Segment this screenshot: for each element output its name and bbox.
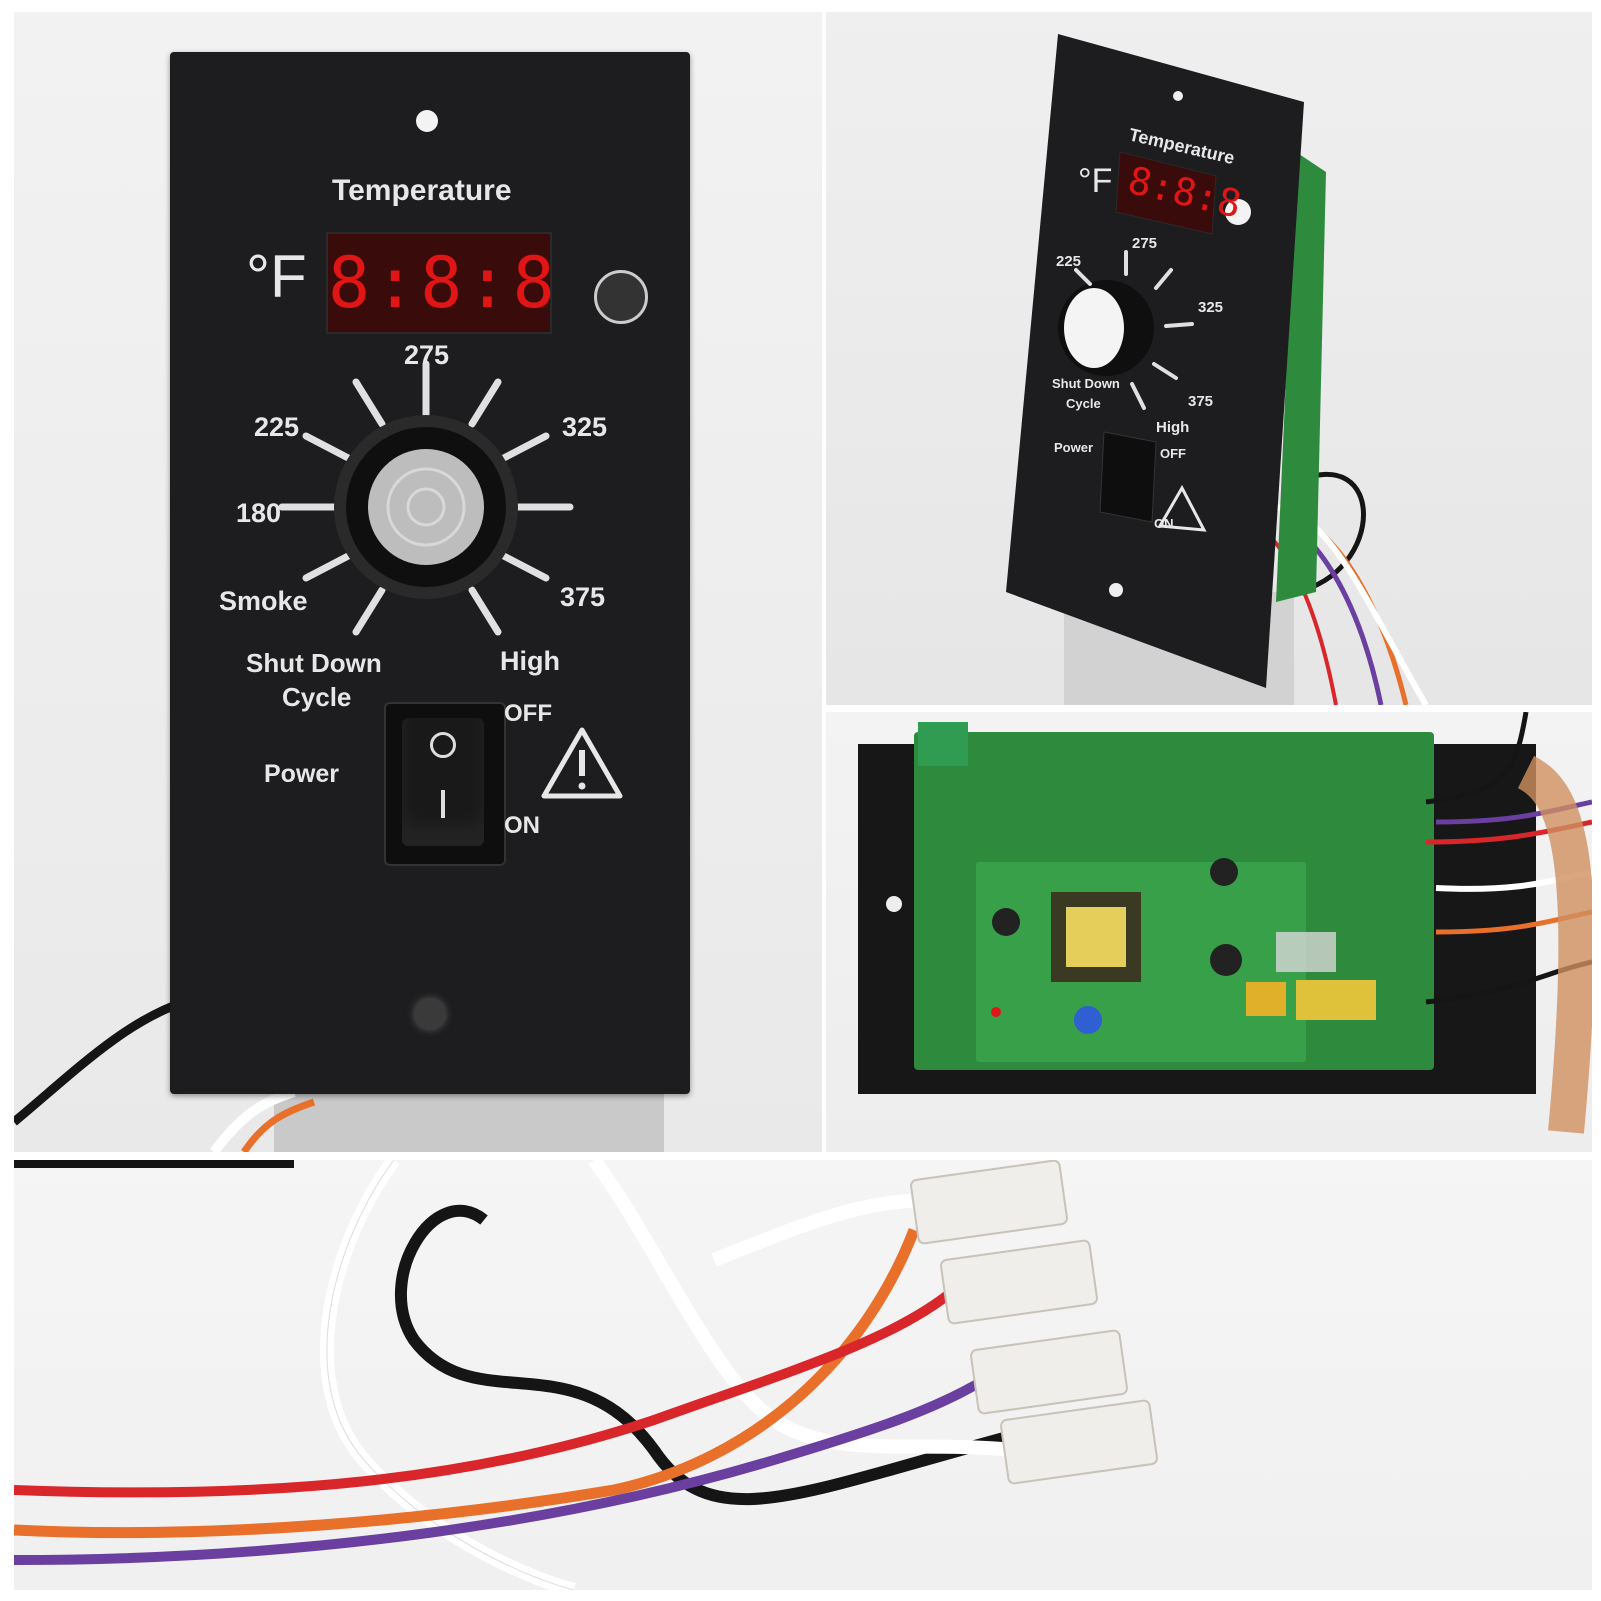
transformer-core bbox=[1066, 907, 1126, 967]
angled-325: 325 bbox=[1198, 299, 1223, 316]
cable bbox=[14, 1160, 294, 1168]
wire-white-edge bbox=[326, 1160, 575, 1590]
dial-tick bbox=[496, 550, 550, 582]
connectors bbox=[910, 1160, 1158, 1485]
angled-high: High bbox=[1156, 419, 1189, 436]
temperature-dial[interactable] bbox=[14, 12, 822, 1152]
angled-plate bbox=[1006, 34, 1304, 688]
wire bbox=[1425, 712, 1529, 805]
angled-cycle: Cycle bbox=[1066, 396, 1101, 411]
dial-label-225: 225 bbox=[254, 412, 300, 442]
dial-tick bbox=[468, 586, 502, 636]
temperature-title: Temperature bbox=[332, 174, 512, 207]
wire-orange bbox=[14, 1228, 920, 1539]
off-symbol bbox=[430, 732, 456, 758]
on-symbol bbox=[441, 790, 445, 818]
rocker[interactable] bbox=[402, 718, 484, 846]
terminal-block bbox=[918, 722, 968, 766]
dial-label-high: High bbox=[500, 646, 560, 676]
pcb-back-photo bbox=[826, 712, 1592, 1152]
led-display: 8:8:8 bbox=[326, 232, 555, 334]
pcb-illustration bbox=[858, 712, 1592, 1134]
hole bbox=[1173, 91, 1183, 101]
power-label: Power bbox=[264, 760, 340, 788]
connector bbox=[910, 1160, 1068, 1245]
capacitor-yellow bbox=[1246, 982, 1286, 1016]
angled-unit: °F bbox=[1078, 162, 1112, 200]
warning-icon bbox=[1157, 484, 1207, 532]
knob-cap-ring bbox=[406, 487, 446, 527]
dial-label-325: 325 bbox=[562, 412, 608, 442]
capacitor bbox=[1210, 858, 1238, 886]
relay bbox=[1296, 980, 1376, 1020]
dial-label-275: 275 bbox=[404, 340, 450, 370]
dial-tick bbox=[496, 432, 550, 464]
power-switch[interactable] bbox=[384, 702, 506, 866]
dial-tick bbox=[352, 586, 386, 636]
pcb-edge bbox=[1276, 152, 1326, 602]
wire bbox=[1294, 472, 1366, 595]
connector bbox=[970, 1329, 1128, 1415]
angled-275: 275 bbox=[1132, 235, 1157, 252]
indicator-led bbox=[414, 998, 446, 1030]
dial-label-180: 180 bbox=[236, 498, 282, 528]
probe-hole bbox=[594, 270, 648, 324]
cycle-label: Cycle bbox=[282, 682, 352, 712]
wire-red bbox=[14, 1286, 958, 1498]
harness-illustration bbox=[14, 1160, 1158, 1590]
controller-front-photo: Temperature °F 8:8:8 Smoke 180 225 275 3… bbox=[14, 12, 822, 1152]
wire-black bbox=[395, 1205, 1036, 1506]
switch-off-label: OFF bbox=[504, 700, 552, 727]
angled-on: ON bbox=[1154, 516, 1174, 531]
angled-power: Power bbox=[1054, 440, 1093, 455]
connector bbox=[940, 1239, 1098, 1325]
shutdown-label: Shut Down bbox=[246, 648, 382, 678]
capacitor bbox=[1210, 944, 1242, 976]
wire-purple bbox=[14, 1375, 987, 1565]
angled-switch bbox=[1099, 431, 1157, 523]
fuse bbox=[1276, 932, 1336, 972]
angled-ticks bbox=[1074, 250, 1194, 410]
dial-tick bbox=[302, 432, 356, 464]
dial-label-smoke: Smoke bbox=[219, 586, 308, 616]
dial-tick bbox=[352, 378, 386, 428]
capacitor-blue bbox=[1074, 1006, 1102, 1034]
angled-shutdown: Shut Down bbox=[1052, 376, 1120, 391]
switch-on-label: ON bbox=[504, 812, 540, 839]
capacitor bbox=[992, 908, 1020, 936]
led bbox=[991, 1007, 1001, 1017]
controller-angle-photo: Temperature °F 8:8:8 225 275 325 375 Hig… bbox=[826, 12, 1592, 705]
connector bbox=[1000, 1399, 1158, 1485]
unit-label: °F bbox=[246, 243, 307, 310]
knob-cap-ring bbox=[386, 467, 466, 547]
probe-hole bbox=[1225, 199, 1251, 225]
angled-375: 375 bbox=[1188, 393, 1213, 410]
dial-tick bbox=[468, 378, 502, 428]
angled-225: 225 bbox=[1056, 253, 1081, 270]
wire-white-3 bbox=[711, 1193, 935, 1267]
dial-tick bbox=[302, 550, 356, 582]
angled-display bbox=[1115, 151, 1217, 235]
dial-ticks bbox=[278, 360, 574, 636]
hole bbox=[886, 896, 902, 912]
knob-cap bbox=[368, 449, 484, 565]
dial-label-375: 375 bbox=[560, 582, 606, 612]
wood-block bbox=[1517, 755, 1592, 1134]
angled-off: OFF bbox=[1160, 446, 1186, 461]
angled-controller-illustration: Temperature °F 8:8:8 225 275 325 375 Hig… bbox=[1006, 34, 1429, 705]
angled-knob-cap bbox=[1064, 288, 1124, 368]
hole bbox=[1109, 583, 1123, 597]
wiring-harness-photo bbox=[14, 1160, 1592, 1590]
mounting-hole bbox=[416, 110, 438, 132]
